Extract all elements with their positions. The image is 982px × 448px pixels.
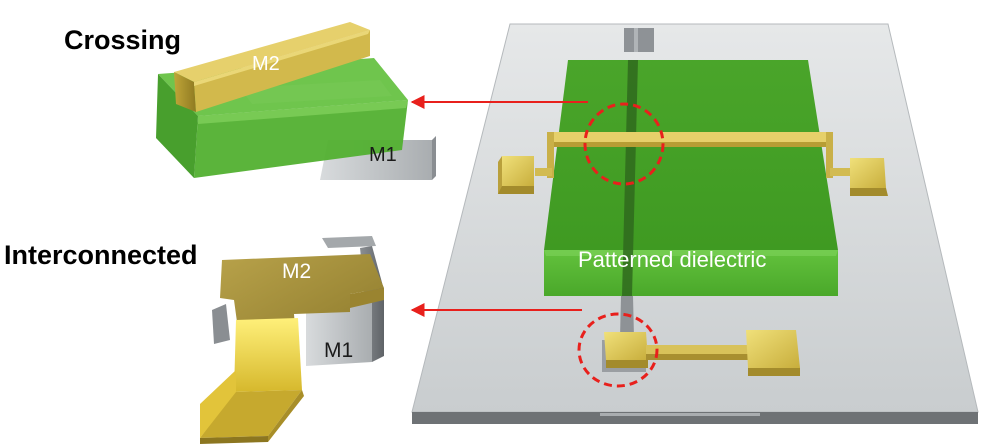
crossing-title: Crossing xyxy=(64,25,182,55)
interconnected-m1-label: M1 xyxy=(324,339,354,362)
m2-right-pad xyxy=(850,158,888,196)
m2-bridge-line xyxy=(535,132,850,178)
crossing-highlight-circle xyxy=(583,102,665,186)
interconnect-highlight-circle xyxy=(577,312,659,388)
interconnected-m2-label: M2 xyxy=(282,260,312,283)
m2-left-pad xyxy=(498,156,534,194)
crossing-m2-label: M2 xyxy=(252,53,280,75)
crossing-zoom xyxy=(156,22,436,180)
m1-line-top xyxy=(624,28,654,52)
crossing-m1-label: M1 xyxy=(369,144,397,166)
interconnect-pad-structure xyxy=(602,330,800,376)
patterned-dielectric-block xyxy=(544,60,838,296)
interconnected-title: Interconnected xyxy=(4,240,198,270)
interconnected-zoom xyxy=(200,236,384,444)
m1-line-bottom xyxy=(620,296,634,338)
patterned-dielectric-label: Patterned dielectric xyxy=(578,247,767,272)
